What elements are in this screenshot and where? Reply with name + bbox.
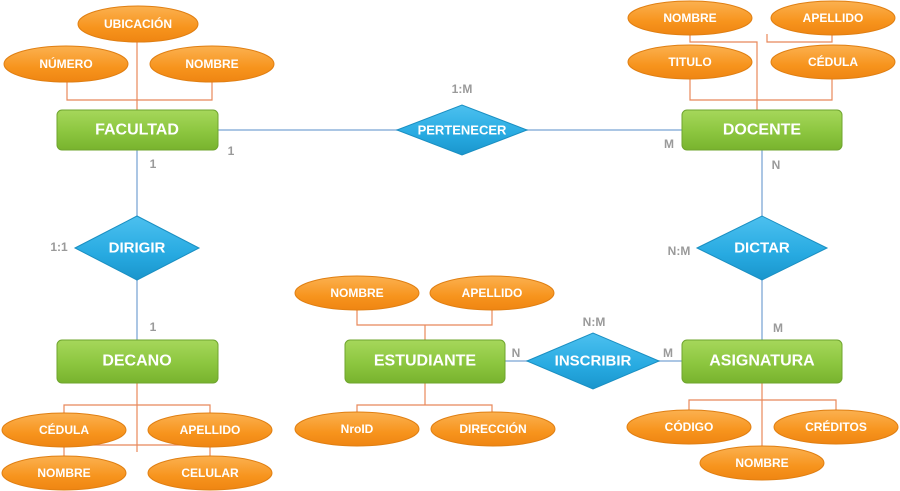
attribute-apellido: APELLIDO — [770, 0, 896, 36]
attribute-nombre: NOMBRE — [149, 45, 275, 83]
attribute-connectors — [63, 34, 837, 458]
entity-estudiante: ESTUDIANTE — [344, 339, 506, 384]
attribute-titulo: TITULO — [627, 44, 753, 80]
cardinality-dictar-asignatura: M — [773, 321, 783, 335]
attribute-numero: NÚMERO — [3, 45, 129, 83]
relationship-diamond — [73, 215, 201, 281]
cardinality-inscribir-estudiante: N — [512, 346, 521, 360]
relationship-diamond — [695, 215, 829, 281]
cardinality-inscribir-asignatura: M — [663, 346, 673, 360]
cardinality-dictar-docente: N — [772, 158, 781, 172]
attribute-nombre: NOMBRE — [699, 445, 825, 481]
entity-label: DECANO — [102, 353, 171, 370]
attribute-label: UBICACIÓN — [104, 16, 172, 31]
relationship-inscribir: INSCRIBIR — [525, 332, 661, 390]
estudiante-attr-connector — [356, 305, 493, 414]
relationship-dictar: DICTAR — [695, 215, 829, 281]
relationship-label: DIRIGIR — [109, 240, 166, 257]
attribute-codigo: CÓDIGO — [626, 409, 752, 445]
entity-decano: DECANO — [56, 339, 219, 384]
attribute-label: NOMBRE — [735, 456, 788, 470]
decano-attr-connector — [63, 383, 211, 458]
cardinality-dirigir-ratio: 1:1 — [50, 240, 68, 254]
attribute-label: NÚMERO — [39, 56, 92, 71]
attribute-ubicacion: UBICACIÓN — [77, 5, 199, 43]
facultad-attr-connector — [66, 41, 213, 112]
attribute-label: DIRECCIÓN — [459, 421, 526, 436]
attribute-label: TITULO — [668, 55, 711, 69]
cardinality-dirigir-facultad: 1 — [150, 157, 157, 171]
entity-docente: DOCENTE — [681, 109, 843, 151]
entity-box — [56, 109, 219, 151]
attribute-creditos: CRÉDITOS — [773, 409, 899, 445]
docente-attr-connector — [689, 34, 833, 110]
attribute-label: APELLIDO — [803, 11, 864, 25]
cardinality-pertenecer-ratio: 1:M — [452, 82, 473, 96]
attribute-nombre: NOMBRE — [1, 455, 127, 491]
attribute-label: CÓDIGO — [665, 419, 714, 434]
attribute-cedula: CÉDULA — [770, 44, 896, 80]
entity-label: ASIGNATURA — [709, 353, 815, 370]
attribute-label: NOMBRE — [663, 11, 716, 25]
attribute-apellido: APELLIDO — [429, 275, 555, 311]
attribute-nroid: NroID — [294, 411, 420, 447]
attribute-label: NOMBRE — [37, 466, 90, 480]
relationship-diamond — [395, 104, 529, 156]
attribute-label: NOMBRE — [330, 286, 383, 300]
relationship-dirigir: DIRIGIR — [73, 215, 201, 281]
entity-box — [681, 339, 843, 384]
attribute-nombre: NOMBRE — [294, 275, 420, 311]
relationship-label: INSCRIBIR — [555, 353, 632, 370]
cardinality-inscribir-ratio: N:M — [583, 315, 606, 329]
relationship-label: PERTENECER — [418, 123, 507, 138]
asignatura-attr-connector — [688, 383, 837, 446]
cardinality-labels: 1:M 1 M 1:1 1 1 N:M N M N:M N M — [50, 82, 783, 360]
entity-label: FACULTAD — [95, 122, 179, 139]
attribute-label: CÉDULA — [808, 54, 858, 69]
cardinality-pertenecer-docente: M — [664, 137, 674, 151]
entity-label: DOCENTE — [723, 122, 802, 139]
entity-box — [681, 109, 843, 151]
attribute-label: NroID — [341, 422, 374, 436]
entity-box — [56, 339, 219, 384]
relationship-label: DICTAR — [734, 240, 790, 257]
relationship-diamond — [525, 332, 661, 390]
attribute-label: CRÉDITOS — [805, 419, 867, 434]
entity-facultad: FACULTAD — [56, 109, 219, 151]
entity-label: ESTUDIANTE — [374, 353, 477, 370]
attribute-label: CELULAR — [181, 466, 239, 480]
cardinality-pertenecer-facultad: 1 — [228, 144, 235, 158]
entity-asignatura: ASIGNATURA — [681, 339, 843, 384]
attribute-label: CÉDULA — [39, 422, 89, 437]
attribute-nombre: NOMBRE — [627, 0, 753, 36]
cardinality-dictar-ratio: N:M — [668, 244, 691, 258]
attribute-cedula: CÉDULA — [1, 412, 127, 448]
attribute-label: APELLIDO — [462, 286, 523, 300]
attribute-label: NOMBRE — [185, 57, 238, 71]
attribute-label: APELLIDO — [180, 423, 241, 437]
entity-box — [344, 339, 506, 384]
attribute-celular: CELULAR — [147, 455, 273, 491]
attribute-apellido: APELLIDO — [147, 412, 273, 448]
cardinality-dirigir-decano: 1 — [150, 320, 157, 334]
relationship-pertenecer: PERTENECER — [395, 104, 529, 156]
attribute-direccion: DIRECCIÓN — [430, 411, 556, 447]
